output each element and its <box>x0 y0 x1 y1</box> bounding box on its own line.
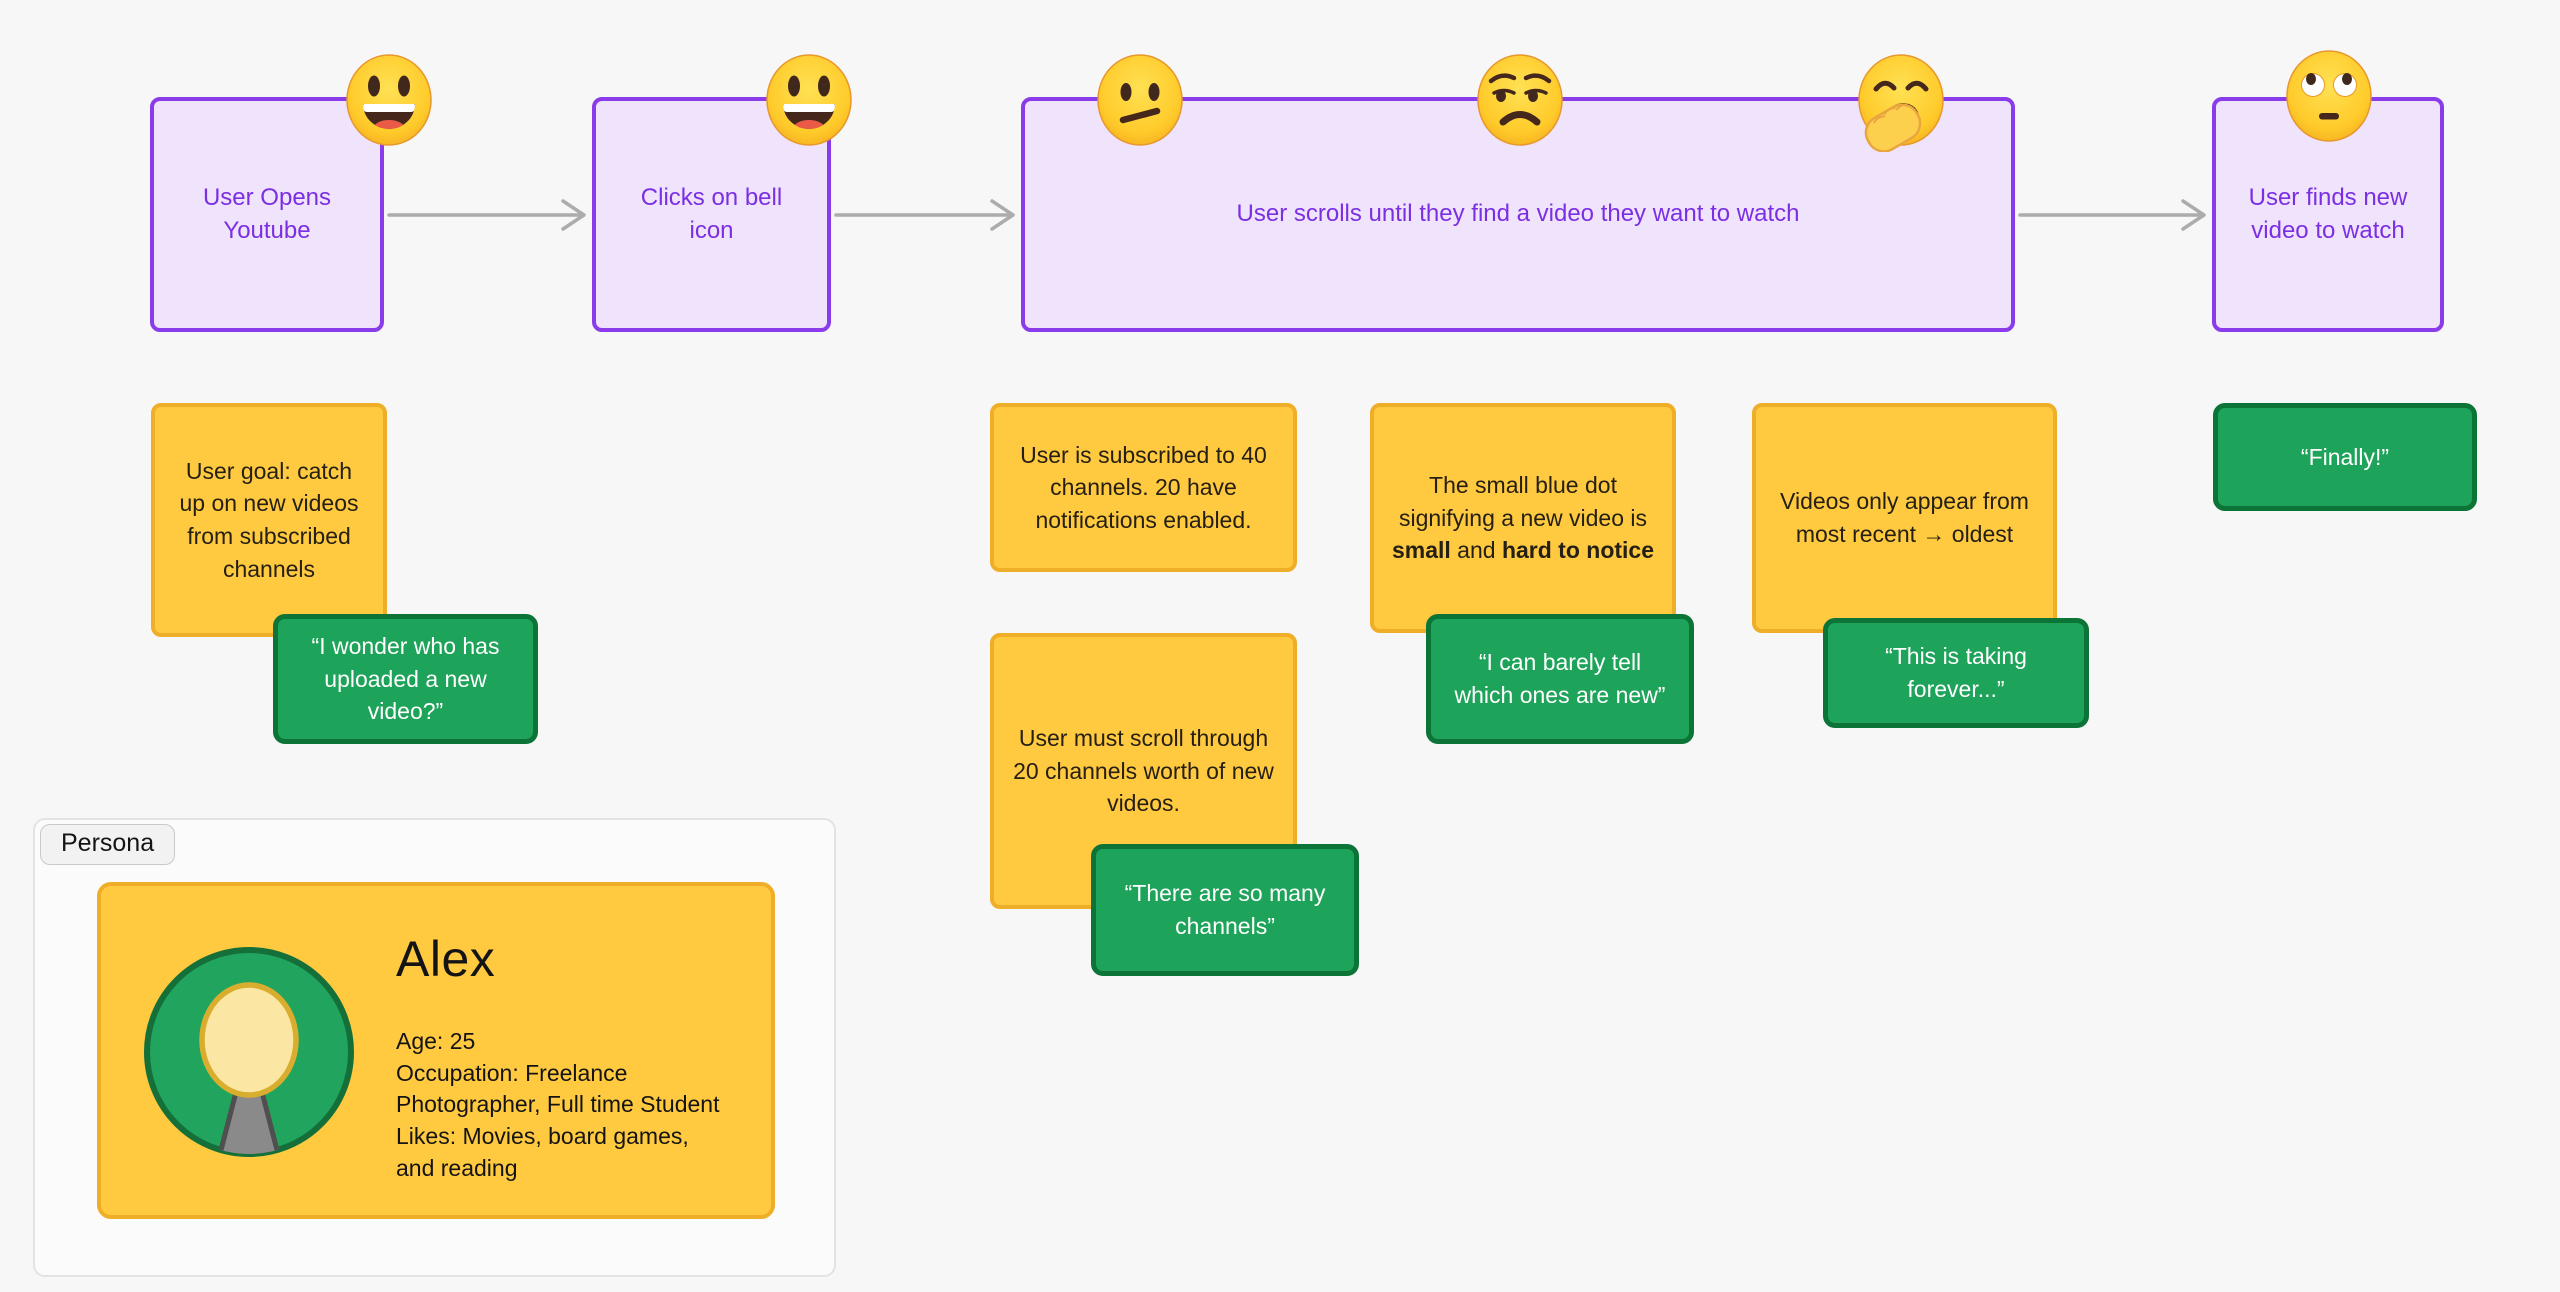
persona-card[interactable]: Alex Age: 25 Occupation: Freelance Photo… <box>97 882 775 1219</box>
persona-section[interactable]: Persona Alex Age: 25 Occupation: Freelan… <box>33 818 836 1277</box>
flow-arrow[interactable] <box>830 193 1021 237</box>
grinning-emoji-icon[interactable] <box>344 52 434 148</box>
unamused-emoji-icon[interactable] <box>1475 52 1565 148</box>
quote-note-wonder[interactable]: “I wonder who has uploaded a new video?” <box>273 614 538 744</box>
sticky-note-text: Videos only appear from most recent → ol… <box>1780 488 2029 547</box>
flow-arrow[interactable] <box>383 193 592 237</box>
flow-step-label: User Opens Youtube <box>202 184 332 244</box>
sticky-note-recency-order[interactable]: Videos only appear from most recent → ol… <box>1752 403 2057 633</box>
sticky-note-user-goal[interactable]: User goal: catch up on new videos from s… <box>151 403 387 637</box>
flow-step-user-scrolls[interactable]: User scrolls until they find a video the… <box>1021 97 2015 332</box>
sticky-note-text: The small blue dot signifying a new vide… <box>1391 472 1655 564</box>
persona-details: Age: 25 Occupation: Freelance Photograph… <box>396 1028 720 1181</box>
quote-text: “I can barely tell which ones are new” <box>1454 649 1666 708</box>
persona-avatar-icon <box>144 947 354 1157</box>
flow-step-label: Clicks on bell icon <box>640 184 783 244</box>
confused-emoji-icon[interactable] <box>1095 52 1185 148</box>
persona-section-label-text: Persona <box>61 829 155 857</box>
sticky-note-subscribed-channels[interactable]: User is subscribed to 40 channels. 20 ha… <box>990 403 1297 572</box>
flow-step-label: User scrolls until they find a video the… <box>1236 200 1800 228</box>
sticky-note-text: User goal: catch up on new videos from s… <box>179 457 359 582</box>
quote-text: “There are so many channels” <box>1124 880 1326 939</box>
grinning-emoji-icon[interactable] <box>764 52 854 148</box>
quote-text: “I wonder who has uploaded a new video?” <box>311 633 500 725</box>
quote-note-taking-forever[interactable]: “This is taking forever...” <box>1823 618 2089 728</box>
sticky-note-text: User is subscribed to 40 channels. 20 ha… <box>1020 441 1267 533</box>
persona-section-label[interactable]: Persona <box>40 824 176 865</box>
yawning-emoji-icon[interactable] <box>1855 52 1947 152</box>
flow-step-user-opens-youtube[interactable]: User Opens Youtube <box>150 97 384 332</box>
quote-note-so-many-channels[interactable]: “There are so many channels” <box>1091 844 1359 976</box>
rolling-eyes-emoji-icon[interactable] <box>2284 48 2374 144</box>
sticky-note-text: User must scroll through 20 channels wor… <box>1013 725 1274 817</box>
quote-text: “Finally!” <box>2300 443 2390 470</box>
flow-step-label: User finds new video to watch <box>2248 184 2408 244</box>
quote-text: “This is taking forever...” <box>1885 643 2027 702</box>
sticky-note-blue-dot[interactable]: The small blue dot signifying a new vide… <box>1370 403 1676 633</box>
quote-note-finally[interactable]: “Finally!” <box>2213 403 2477 511</box>
flow-arrow[interactable] <box>2014 193 2212 237</box>
quote-note-barely-tell[interactable]: “I can barely tell which ones are new” <box>1426 614 1694 744</box>
persona-name: Alex <box>396 931 496 987</box>
